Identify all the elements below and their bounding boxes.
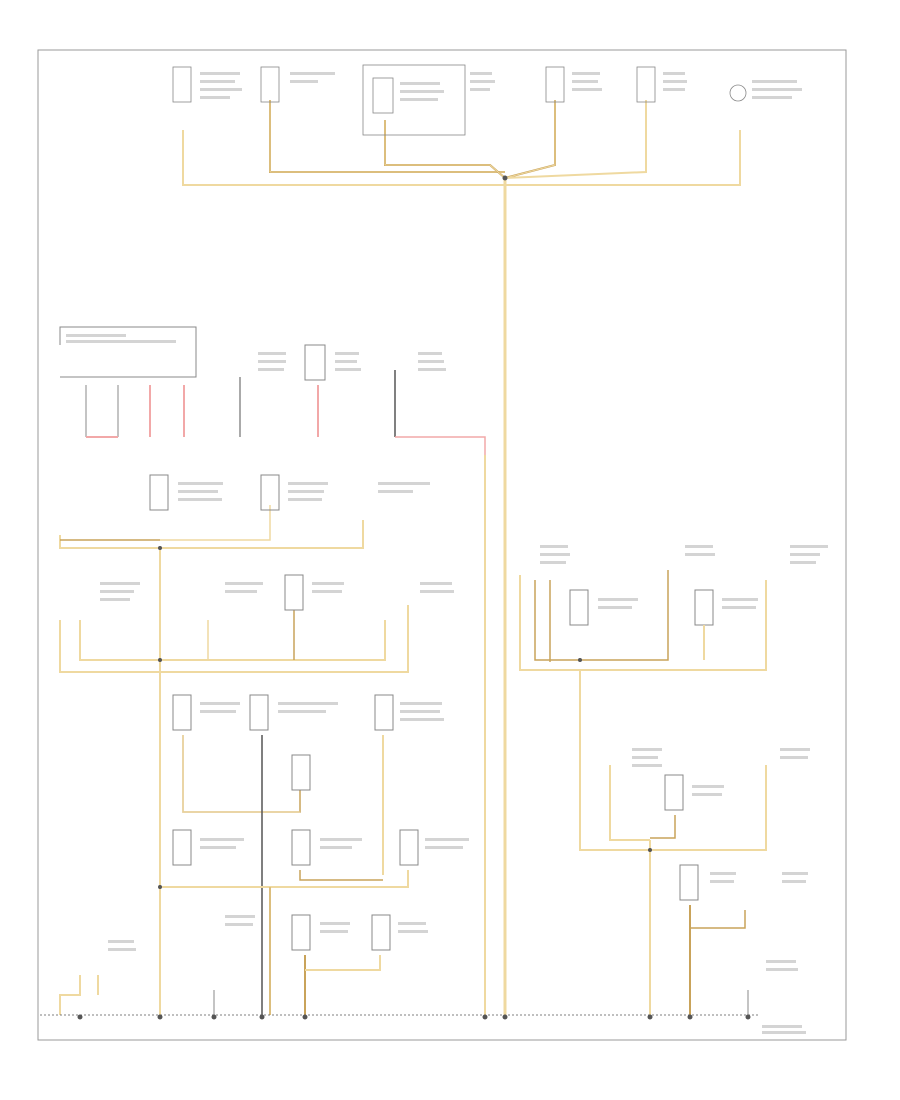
top-component-5 <box>636 66 656 103</box>
ground-node-6 <box>482 1014 488 1020</box>
right-branch <box>519 570 767 1015</box>
top-component-3 <box>372 77 394 114</box>
diagram-frame <box>37 49 847 1041</box>
ground-node-8 <box>647 1014 653 1020</box>
ground-node-4 <box>259 1014 265 1020</box>
top-splice-node <box>502 175 508 181</box>
top-component-3-box <box>362 64 466 136</box>
ground-node-1 <box>77 1014 83 1020</box>
top-bus <box>182 100 741 1015</box>
splice-nodes <box>158 546 652 889</box>
label-blocks <box>66 72 828 1034</box>
mid-connector <box>59 326 486 1015</box>
rows-5-7 <box>59 694 419 1015</box>
ground-node-3 <box>211 1014 217 1020</box>
row3 <box>59 474 364 1015</box>
top-component-2 <box>260 66 280 103</box>
top-bulb-icon <box>729 84 747 102</box>
ground-node-9 <box>687 1014 693 1020</box>
top-component-1 <box>172 66 192 103</box>
ground-node-10 <box>745 1014 751 1020</box>
ground-node-2 <box>157 1014 163 1020</box>
row4 <box>59 574 409 673</box>
top-component-4 <box>545 66 565 103</box>
ground-node-7 <box>502 1014 508 1020</box>
ground-bus <box>40 1014 760 1020</box>
ground-node-5 <box>302 1014 308 1020</box>
top-components <box>172 64 747 136</box>
